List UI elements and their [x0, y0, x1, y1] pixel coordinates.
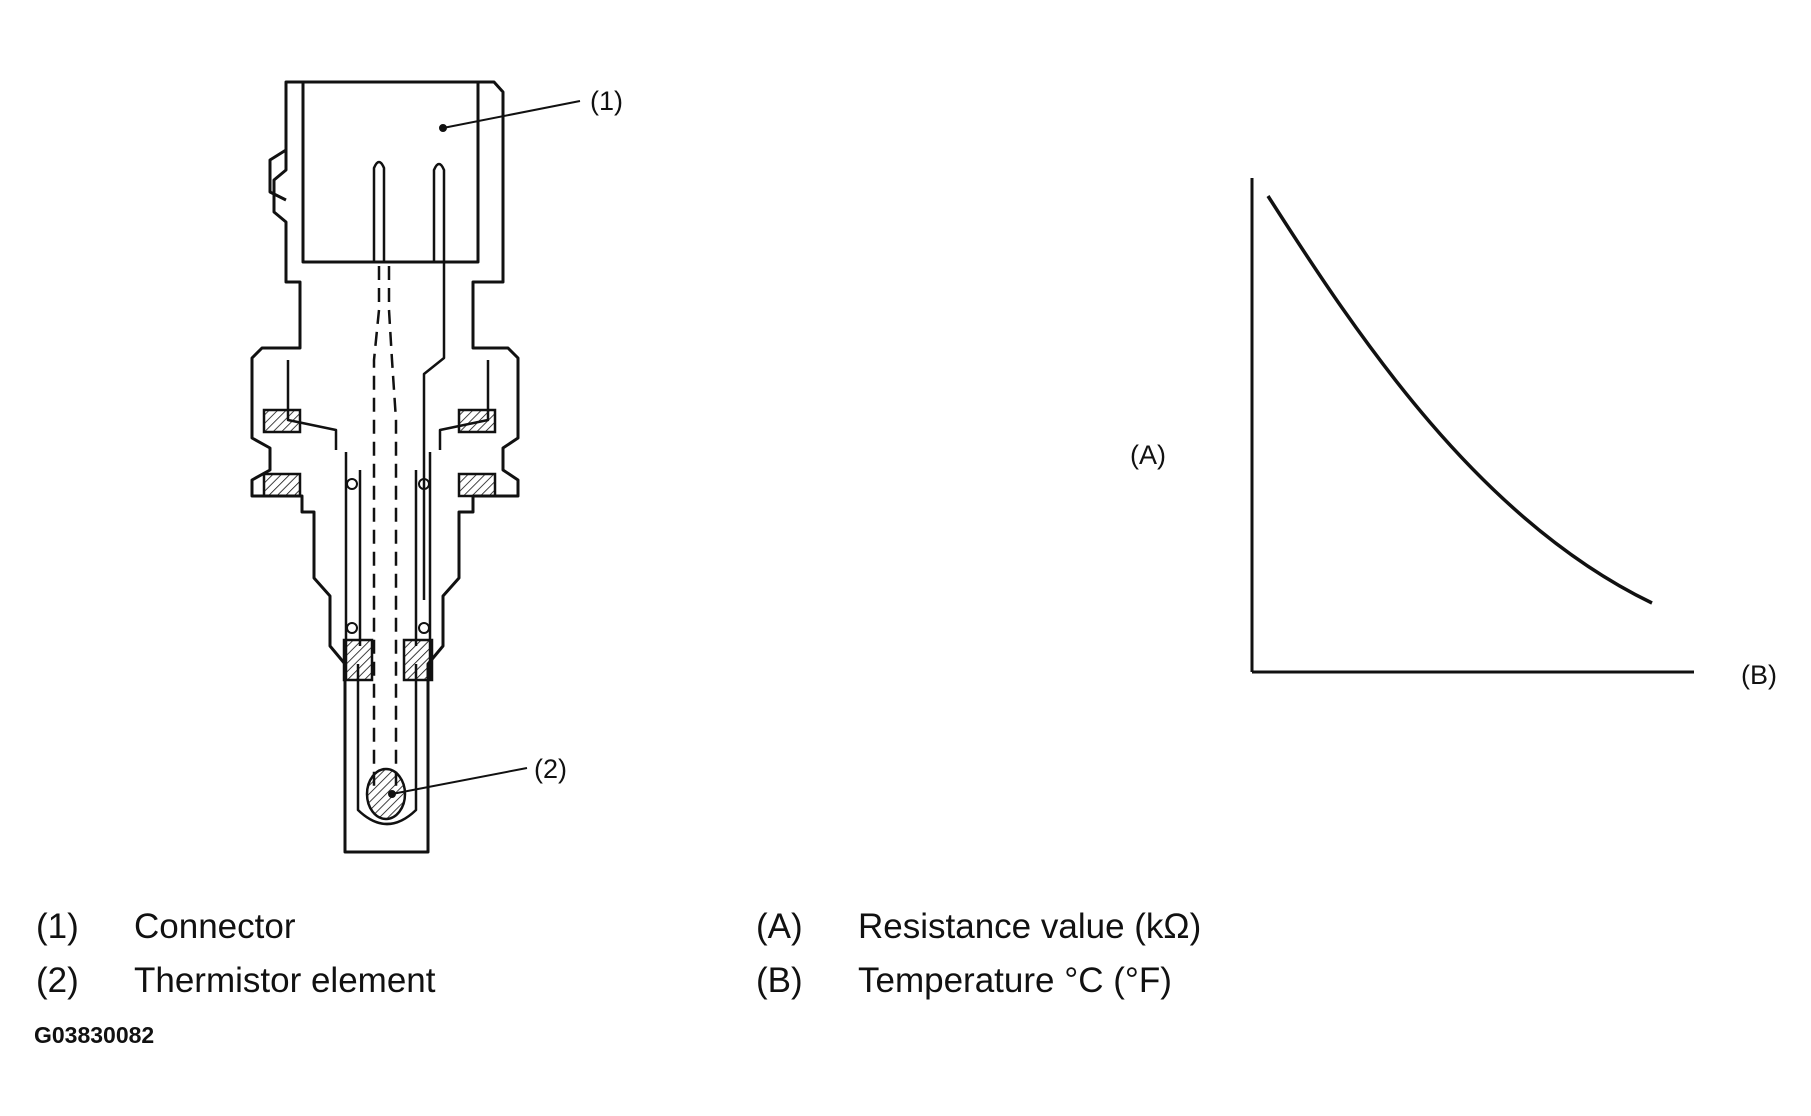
legend-text-thermistor: Thermistor element: [134, 961, 436, 1000]
leader-dot-1: [439, 124, 447, 132]
lead-wire-right: [387, 266, 398, 790]
graph-y-axis-tag: (A): [1130, 440, 1166, 470]
legend-text-resistance: Resistance value (kΩ): [858, 907, 1202, 946]
sensor-housing-outline: [250, 80, 520, 854]
o-ring-right: [418, 478, 430, 490]
o-ring-lower-right: [418, 622, 430, 634]
lead-wire-left: [372, 266, 381, 790]
callout-label-2: (2): [534, 754, 567, 784]
seat-right: [402, 638, 434, 682]
figure-code: G03830082: [34, 1022, 155, 1048]
o-ring-lower-left: [346, 622, 358, 634]
resistance-curve: [1266, 195, 1653, 605]
legend-text-temperature: Temperature °C (°F): [858, 961, 1172, 1000]
leader-line-2: [391, 767, 528, 795]
o-ring-left: [346, 478, 358, 490]
inner-bore: [344, 452, 432, 680]
callout-label-1: (1): [590, 86, 623, 116]
legend-key-1: (1): [36, 907, 79, 946]
legend-key-b: (B): [756, 961, 803, 1000]
leader-dot-2: [388, 790, 396, 798]
resistance-temperature-graph: (A) (B): [1130, 178, 1777, 690]
connector-latch: [268, 148, 287, 202]
inner-body-upper: [286, 360, 490, 450]
gasket-lower-right: [457, 472, 497, 498]
gasket-seals: [262, 408, 497, 682]
connector-cavity: [301, 80, 480, 264]
legend-text-connector: Connector: [134, 907, 296, 946]
legend-key-a: (A): [756, 907, 803, 946]
gasket-upper-right: [457, 408, 497, 434]
seat-left: [342, 638, 374, 682]
graph-x-axis-tag: (B): [1741, 660, 1777, 690]
legend-key-2: (2): [36, 961, 79, 1000]
terminal-pin-left: [372, 160, 386, 262]
coolant-temperature-sensor: [250, 80, 520, 854]
gasket-lower-left: [262, 472, 302, 498]
thermistor-bead: [365, 767, 407, 821]
callout-leaders: [388, 100, 581, 798]
leader-line-1: [442, 100, 581, 129]
terminal-pin-right: [422, 162, 446, 600]
gasket-upper-left: [262, 408, 302, 434]
probe-tube: [356, 664, 418, 826]
